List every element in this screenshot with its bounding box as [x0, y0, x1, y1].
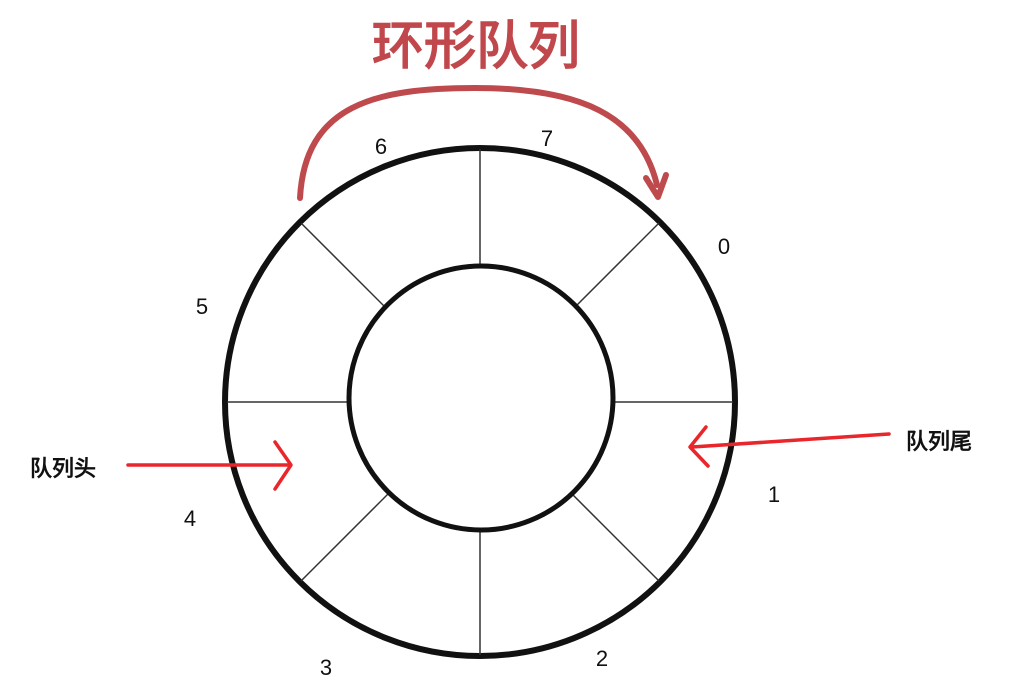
slot-dividers: [227, 149, 733, 655]
head-arrow: [126, 440, 293, 491]
slot-label-1: 1: [768, 482, 780, 507]
slot-label-2: 2: [596, 646, 608, 671]
slot-labels: 0 1 2 3 4 5 6 7: [184, 126, 780, 680]
slot-divider: [300, 493, 389, 582]
head-label: 队列头: [30, 457, 96, 482]
slot-label-4: 4: [184, 506, 196, 531]
slot-label-6: 6: [375, 134, 387, 159]
inner-ring: [346, 263, 616, 533]
slot-divider: [571, 493, 660, 582]
direction-arrow: [297, 84, 669, 201]
slot-label-7: 7: [541, 126, 553, 151]
slot-label-5: 5: [196, 294, 208, 319]
slot-label-0: 0: [718, 234, 730, 259]
queue-ring: [222, 145, 738, 659]
slot-divider: [571, 222, 660, 311]
diagram-title: 环形队列: [372, 17, 580, 77]
slot-label-3: 3: [320, 655, 332, 680]
queue-head-pointer: 队列头: [30, 440, 293, 491]
tail-label: 队列尾: [906, 430, 972, 455]
queue-tail-pointer: 队列尾: [688, 425, 972, 468]
tail-arrow: [688, 425, 891, 468]
slot-divider: [300, 222, 389, 311]
